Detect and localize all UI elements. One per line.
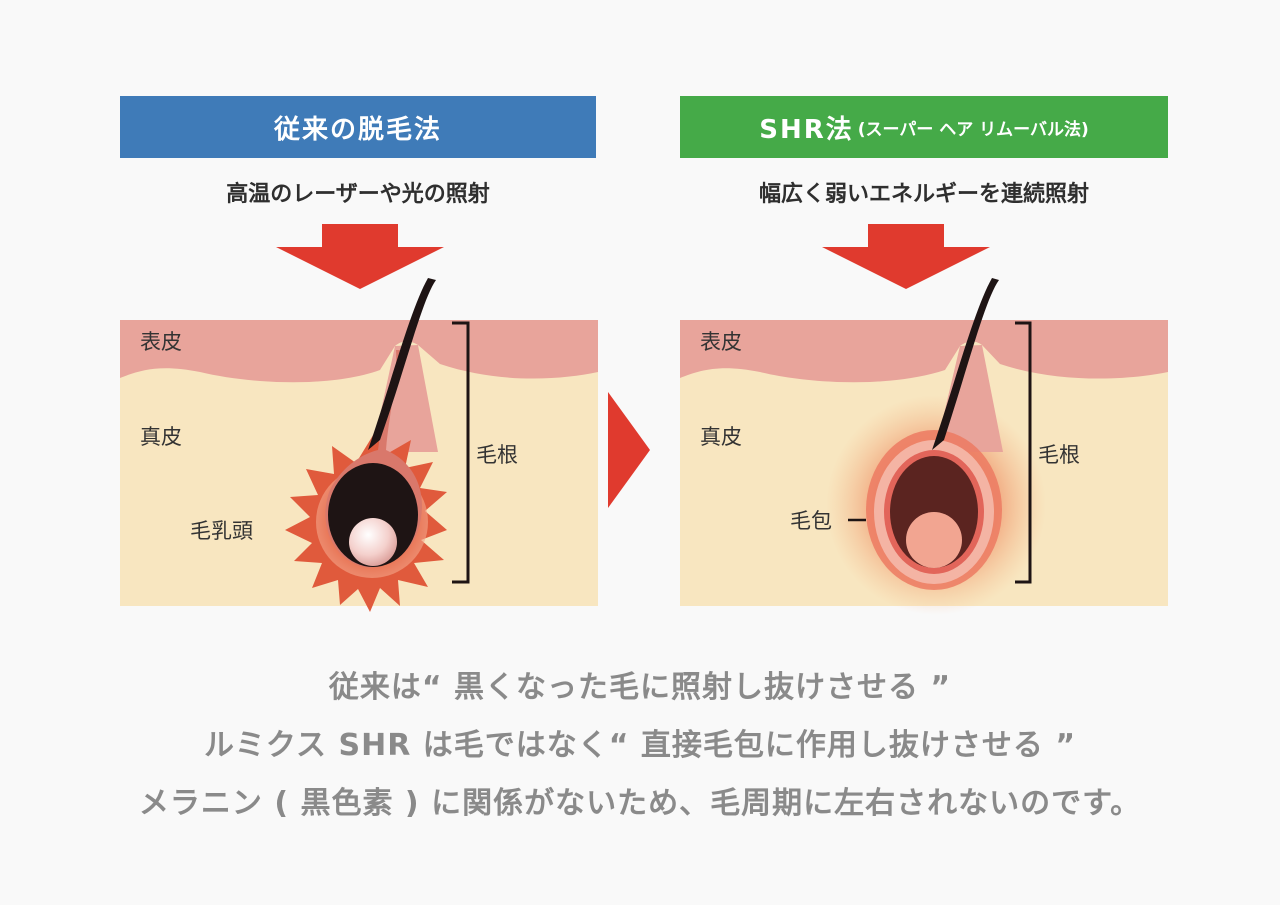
left-root-label: 毛根 (476, 443, 518, 467)
footer-line-1: 従来は“ 黒くなった毛に照射し抜けさせる ” (328, 670, 952, 705)
right-follicle (826, 278, 1046, 615)
right-follicle-label: 毛包 (790, 509, 832, 533)
right-root-bracket (1015, 321, 1032, 584)
left-root-bracket (452, 321, 470, 584)
footer-line-2: ルミクス SHR は毛ではなく“ 直接毛包に作用し抜けさせる ” (203, 728, 1077, 763)
right-root-label: 毛根 (1038, 443, 1080, 467)
right-title-main: SHR法 (759, 114, 854, 145)
right-title-sub: (スーパー ヘア リムーバル法) (857, 119, 1089, 140)
left-title-text: 従来の脱毛法 (273, 114, 442, 145)
left-follicle (285, 278, 447, 612)
footer-line-3: メラニン ( 黒色素 ) に関係がないため、毛周期に左右されないのです。 (138, 786, 1142, 821)
left-panel-title: 従来の脱毛法 (120, 96, 596, 158)
left-down-arrow (276, 224, 444, 289)
right-epidermis-label: 表皮 (700, 330, 742, 354)
right-dermis-label: 真皮 (700, 425, 742, 449)
right-down-arrow (822, 224, 990, 289)
left-papilla-label: 毛乳頭 (190, 519, 253, 543)
left-epidermis-label: 表皮 (140, 330, 182, 354)
left-dermis-label: 真皮 (140, 425, 182, 449)
right-panel-title: SHR法 (スーパー ヘア リムーバル法) (680, 96, 1168, 158)
left-caption: 高温のレーザーや光の照射 (226, 182, 490, 207)
right-caption: 幅広く弱いエネルギーを連続照射 (758, 182, 1089, 207)
middle-right-arrow (608, 392, 650, 508)
